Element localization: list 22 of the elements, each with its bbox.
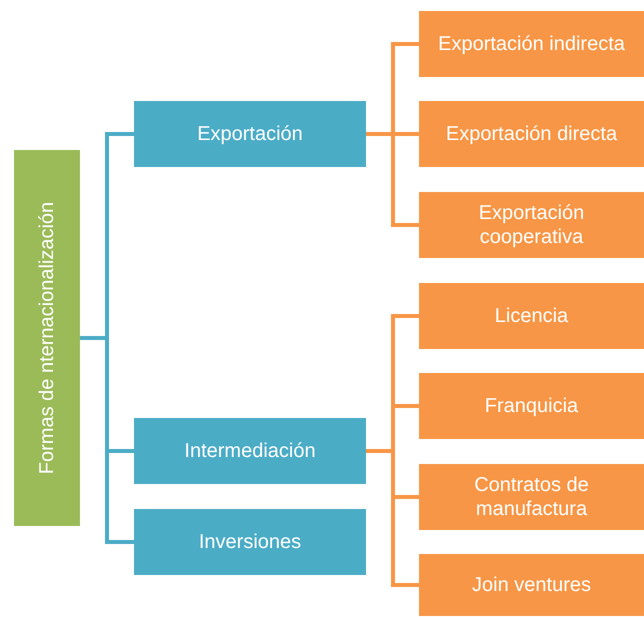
node-label: Exportación cooperativa [478,201,586,249]
process-box [419,283,644,349]
node-label: Intermediación [184,439,316,463]
node-label: Inversiones [198,530,302,554]
process-box [419,101,644,167]
process-box [134,509,366,575]
node-label: Franquicia [484,394,578,418]
process-box [419,11,644,77]
node-label: Join ventures [472,573,591,597]
process-box [419,373,644,439]
process-box [419,464,644,530]
node-label: Exportación indirecta [438,32,625,56]
node-label: Exportación directa [446,122,618,146]
process-box [419,192,644,258]
process-box [419,554,644,616]
process-box [134,418,366,484]
node-label: Licencia [494,304,568,328]
node-label: Exportación [197,122,303,146]
category-box [14,150,80,526]
process-box [134,101,366,167]
node-label: Formas de nternacionalización [35,202,59,474]
node-label: Contratos de manufactura [473,473,590,521]
